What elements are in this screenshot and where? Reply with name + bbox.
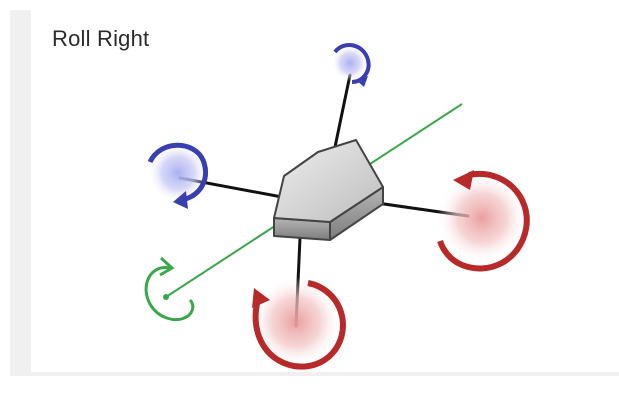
right-rotor-fast xyxy=(437,170,530,272)
front-rotor-slow xyxy=(332,43,371,87)
quadcopter-body xyxy=(273,139,384,241)
left-rotor-slow xyxy=(147,142,209,209)
roll-axis-origin-dot xyxy=(163,294,169,300)
roll-direction-arrow-icon xyxy=(144,256,195,321)
diagram-title: Roll Right xyxy=(52,26,150,51)
rear-rotor-fast xyxy=(251,277,346,370)
